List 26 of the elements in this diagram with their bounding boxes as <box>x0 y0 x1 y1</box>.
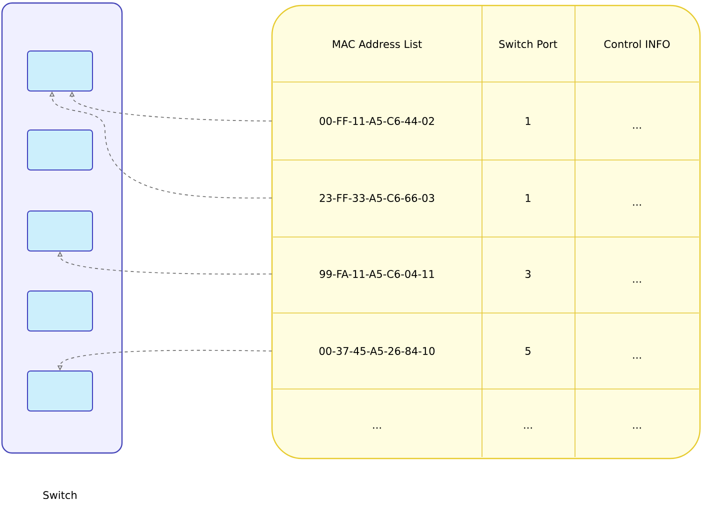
ellipsis: ... <box>633 281 641 283</box>
ellipsis: ... <box>633 427 641 429</box>
table <box>271 4 701 460</box>
port-box <box>27 130 93 170</box>
port-box <box>27 50 93 92</box>
ellipsis: ... <box>633 127 641 129</box>
port-box <box>27 210 93 252</box>
column-header: Switch Port <box>499 40 558 48</box>
port-number: 5 <box>525 347 530 355</box>
column-header: Control INFO <box>604 40 670 48</box>
mac-address: 00-37-45-A5-26-84-10 <box>319 347 435 355</box>
mac-address: 99-FA-11-A5-C6-04-11 <box>320 270 434 278</box>
ellipsis: ... <box>373 427 381 429</box>
switch-label: Switch <box>43 490 76 500</box>
column-header: MAC Address List <box>332 40 422 48</box>
port-number: 1 <box>526 194 530 202</box>
ellipsis: ... <box>633 357 641 359</box>
mac-address: 00-FF-11-A5-C6-44-02 <box>320 117 434 125</box>
ellipsis: ... <box>633 204 641 206</box>
port-box <box>27 290 93 332</box>
port-number: 3 <box>525 270 530 278</box>
ellipsis: ... <box>524 427 532 429</box>
arrow <box>57 252 272 274</box>
mac-address: 23-FF-33-A5-C6-66-03 <box>320 194 434 202</box>
port-number: 1 <box>526 117 530 125</box>
port-box <box>27 370 93 412</box>
